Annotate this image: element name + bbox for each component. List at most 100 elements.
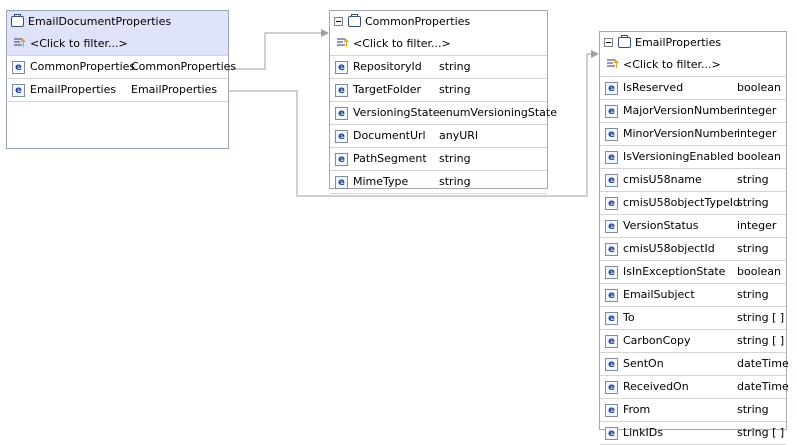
email-document-filter[interactable]: <Click to filter...> bbox=[7, 33, 228, 56]
connector-common-properties bbox=[225, 32, 324, 70]
connector-email-properties bbox=[225, 53, 594, 197]
element-name: VersionStatus bbox=[623, 219, 699, 232]
element-icon: e bbox=[605, 335, 618, 348]
common-properties-header[interactable]: CommonProperties bbox=[330, 11, 547, 33]
element-row[interactable]: e IsReserved boolean bbox=[600, 77, 786, 100]
element-type: integer bbox=[737, 127, 777, 140]
element-type: string bbox=[737, 288, 769, 301]
email-document-header[interactable]: EmailDocumentProperties bbox=[7, 11, 228, 33]
element-icon: e bbox=[605, 220, 618, 233]
email-document-title: EmailDocumentProperties bbox=[28, 15, 172, 28]
common-properties-filter[interactable]: <Click to filter...> bbox=[330, 33, 547, 56]
element-type: string [ ] bbox=[737, 334, 785, 347]
arrowhead-common-properties bbox=[321, 29, 329, 37]
element-name: IsVersioningEnabled bbox=[623, 150, 734, 163]
element-row[interactable]: e EmailSubject string bbox=[600, 284, 786, 307]
element-name: LinkIDs bbox=[623, 426, 663, 439]
complex-type-icon bbox=[618, 34, 631, 48]
element-name: cmisU58objectTypeId bbox=[623, 196, 740, 209]
element-icon: e bbox=[605, 358, 618, 371]
element-type: string bbox=[737, 173, 769, 186]
element-name: VersioningState bbox=[353, 106, 440, 119]
element-icon: e bbox=[605, 197, 618, 210]
element-icon: e bbox=[605, 82, 618, 95]
element-icon: e bbox=[605, 427, 618, 440]
element-type: integer bbox=[737, 104, 777, 117]
element-icon: e bbox=[605, 404, 618, 417]
collapse-icon[interactable] bbox=[604, 37, 613, 47]
element-icon: e bbox=[605, 289, 618, 302]
email-properties-filter[interactable]: <Click to filter...> bbox=[600, 54, 786, 77]
filter-label: <Click to filter...> bbox=[30, 37, 128, 50]
element-icon: e bbox=[335, 107, 348, 120]
element-name: MajorVersionNumber bbox=[623, 104, 739, 117]
email-properties-title: EmailProperties bbox=[635, 36, 722, 49]
element-type: integer bbox=[737, 219, 777, 232]
element-type: string bbox=[737, 242, 769, 255]
element-name: EmailProperties bbox=[30, 83, 117, 96]
filter-icon bbox=[607, 59, 619, 68]
element-name: MimeType bbox=[353, 175, 409, 188]
element-type: dateTime bbox=[737, 357, 789, 370]
element-name: CommonProperties bbox=[30, 60, 136, 73]
element-name: cmisU58name bbox=[623, 173, 702, 186]
filter-icon bbox=[337, 38, 349, 47]
element-icon: e bbox=[605, 128, 618, 141]
element-icon: e bbox=[605, 381, 618, 394]
email-properties-header[interactable]: EmailProperties bbox=[600, 32, 786, 54]
element-row[interactable]: e SentOn dateTime bbox=[600, 353, 789, 376]
element-row[interactable]: e ReceivedOn dateTime bbox=[600, 376, 789, 399]
element-name: IsInExceptionState bbox=[623, 265, 726, 278]
element-icon: e bbox=[335, 61, 348, 74]
arrowhead-email-properties bbox=[591, 50, 599, 58]
element-name: ReceivedOn bbox=[623, 380, 689, 393]
element-type: dateTime bbox=[737, 380, 789, 393]
element-type: boolean bbox=[737, 150, 781, 163]
element-type: enumVersioningState bbox=[439, 106, 558, 119]
element-name: SentOn bbox=[623, 357, 664, 370]
element-icon: e bbox=[605, 151, 618, 164]
element-type: anyURI bbox=[439, 129, 479, 142]
element-name: EmailSubject bbox=[623, 288, 695, 301]
element-name: From bbox=[623, 403, 651, 416]
element-icon: e bbox=[605, 266, 618, 279]
element-type: string [ ] bbox=[737, 311, 785, 324]
element-name: TargetFolder bbox=[353, 83, 422, 96]
element-type: boolean bbox=[737, 81, 781, 94]
element-name: CarbonCopy bbox=[623, 334, 691, 347]
element-type: EmailProperties bbox=[131, 83, 218, 96]
element-type: string bbox=[439, 60, 471, 73]
element-row[interactable]: e From string bbox=[600, 399, 786, 422]
element-type: string bbox=[737, 403, 769, 416]
collapse-icon[interactable] bbox=[334, 16, 343, 26]
common-properties-title: CommonProperties bbox=[365, 15, 471, 28]
element-icon: e bbox=[605, 312, 618, 325]
filter-label: <Click to filter...> bbox=[353, 37, 451, 50]
element-row[interactable]: e CarbonCopy string [ ] bbox=[600, 330, 786, 353]
email-document-properties-node[interactable]: EmailDocumentProperties <Click to filter… bbox=[6, 10, 236, 149]
element-name: IsReserved bbox=[623, 81, 684, 94]
element-row[interactable]: e VersionStatus integer bbox=[600, 215, 786, 238]
element-name: DocumentUrl bbox=[353, 129, 426, 142]
element-icon: e bbox=[12, 61, 25, 74]
